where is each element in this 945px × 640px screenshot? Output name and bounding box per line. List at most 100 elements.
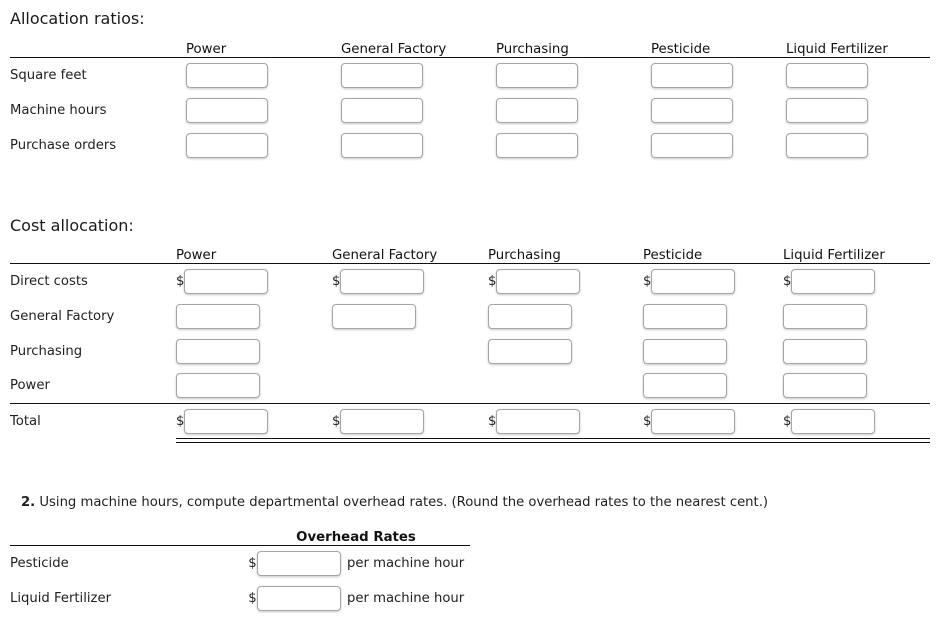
column-header-power: Power: [176, 248, 332, 264]
cost-input[interactable]: [783, 338, 867, 364]
cost-input[interactable]: [488, 303, 572, 329]
cost-input[interactable]: [184, 268, 269, 294]
table-row: Liquid Fertilizer$per machine hour: [10, 581, 470, 616]
ratio-input[interactable]: [186, 97, 268, 123]
cost-input[interactable]: [651, 408, 736, 434]
ratio-input[interactable]: [651, 132, 733, 158]
cost-input[interactable]: [488, 338, 572, 364]
table-cell: [496, 93, 651, 128]
row-label: Power: [10, 378, 50, 394]
cost-input[interactable]: [643, 303, 727, 329]
question-2-number: 2.: [21, 495, 36, 510]
column-header-pesticide: Pesticide: [643, 248, 783, 264]
table-cell: [176, 334, 332, 369]
table-cell: [643, 334, 783, 369]
ratio-input[interactable]: [341, 62, 423, 88]
cost-input[interactable]: [184, 408, 269, 434]
cost-input[interactable]: [791, 268, 876, 294]
allocation-ratios-table: Power General Factory Purchasing Pestici…: [10, 42, 930, 163]
table-cell: [186, 93, 341, 128]
table-cell: [783, 334, 930, 369]
corner-cell: [10, 530, 242, 545]
currency-symbol: $: [783, 273, 792, 289]
ratio-input[interactable]: [786, 97, 868, 123]
ratio-input[interactable]: [341, 97, 423, 123]
table-closing-double-rule: [10, 438, 930, 443]
ratio-input[interactable]: [186, 132, 268, 158]
cost-input[interactable]: [643, 373, 727, 399]
table-cell: [488, 369, 643, 404]
cost-input[interactable]: [176, 338, 260, 364]
overhead-rates-header: Overhead Rates: [10, 530, 470, 546]
currency-symbol: $: [176, 273, 185, 289]
cost-input[interactable]: [783, 303, 867, 329]
table-cell: [332, 369, 488, 404]
ratio-input[interactable]: [651, 97, 733, 123]
table-cell: [186, 128, 341, 163]
table-row: Total$$$$$: [10, 403, 930, 439]
table-cell: [786, 128, 930, 163]
ratio-input[interactable]: [786, 62, 868, 88]
ratio-input[interactable]: [186, 62, 268, 88]
rule-cell-value: [242, 545, 347, 546]
table-cell: [786, 93, 930, 128]
overhead-rates-title: Overhead Rates: [296, 530, 416, 545]
column-header-purchasing: Purchasing: [496, 42, 651, 58]
ratio-input[interactable]: [496, 132, 578, 158]
cost-input[interactable]: [783, 373, 867, 399]
table-cell: $: [332, 264, 488, 299]
row-label: Total: [10, 403, 176, 439]
currency-symbol: $: [643, 273, 652, 289]
allocation-ratios-header: Power General Factory Purchasing Pestici…: [10, 42, 930, 58]
table-cell: [332, 299, 488, 334]
row-label: Purchasing: [10, 343, 83, 359]
column-header-pesticide: Pesticide: [651, 42, 786, 58]
rule-spacer: [10, 439, 176, 443]
cost-allocation-title: Cost allocation:: [10, 216, 134, 235]
currency-symbol: $: [248, 590, 257, 606]
row-label: Direct costs: [10, 273, 88, 289]
cost-input[interactable]: [332, 303, 416, 329]
cost-input[interactable]: [340, 268, 425, 294]
rate-unit-label: per machine hour: [347, 555, 465, 571]
cost-input[interactable]: [651, 268, 736, 294]
table-cell: $: [643, 264, 783, 299]
table-cell: [643, 369, 783, 404]
cost-input[interactable]: [176, 303, 260, 329]
ratio-input[interactable]: [341, 132, 423, 158]
cost-input[interactable]: [340, 408, 425, 434]
rule-cell-label: [10, 545, 242, 546]
rule-cell-unit: [347, 545, 470, 546]
table-row: Power: [10, 369, 930, 404]
cost-input[interactable]: [496, 268, 581, 294]
column-header-power: Power: [186, 42, 341, 58]
table-cell: $: [783, 403, 930, 439]
cost-input[interactable]: [791, 408, 876, 434]
cost-input[interactable]: [176, 373, 260, 399]
table-cell: $: [176, 264, 332, 299]
rule-segment: [643, 438, 783, 443]
row-label: Square feet: [10, 67, 87, 83]
ratio-input[interactable]: [786, 132, 868, 158]
column-header-general-factory: General Factory: [332, 248, 488, 264]
allocation-ratios-title: Allocation ratios:: [10, 9, 145, 28]
cost-input[interactable]: [643, 338, 727, 364]
table-row: Purchase orders: [10, 128, 930, 163]
column-header-liquid-fertilizer: Liquid Fertilizer: [786, 42, 930, 58]
table-cell: [496, 128, 651, 163]
question-2-prompt: 2. Using machine hours, compute departme…: [10, 495, 768, 510]
ratio-input[interactable]: [496, 97, 578, 123]
table-cell: [488, 334, 643, 369]
overhead-rates-header-row: Overhead Rates: [10, 530, 470, 545]
cost-input[interactable]: [496, 408, 581, 434]
overhead-rate-input[interactable]: [256, 585, 341, 611]
table-cell: [176, 299, 332, 334]
table-cell: [341, 58, 496, 93]
table-cell: $: [242, 546, 347, 581]
table-cell: $: [332, 403, 488, 439]
overhead-rate-input[interactable]: [256, 550, 341, 576]
ratio-input[interactable]: [496, 62, 578, 88]
ratio-input[interactable]: [651, 62, 733, 88]
